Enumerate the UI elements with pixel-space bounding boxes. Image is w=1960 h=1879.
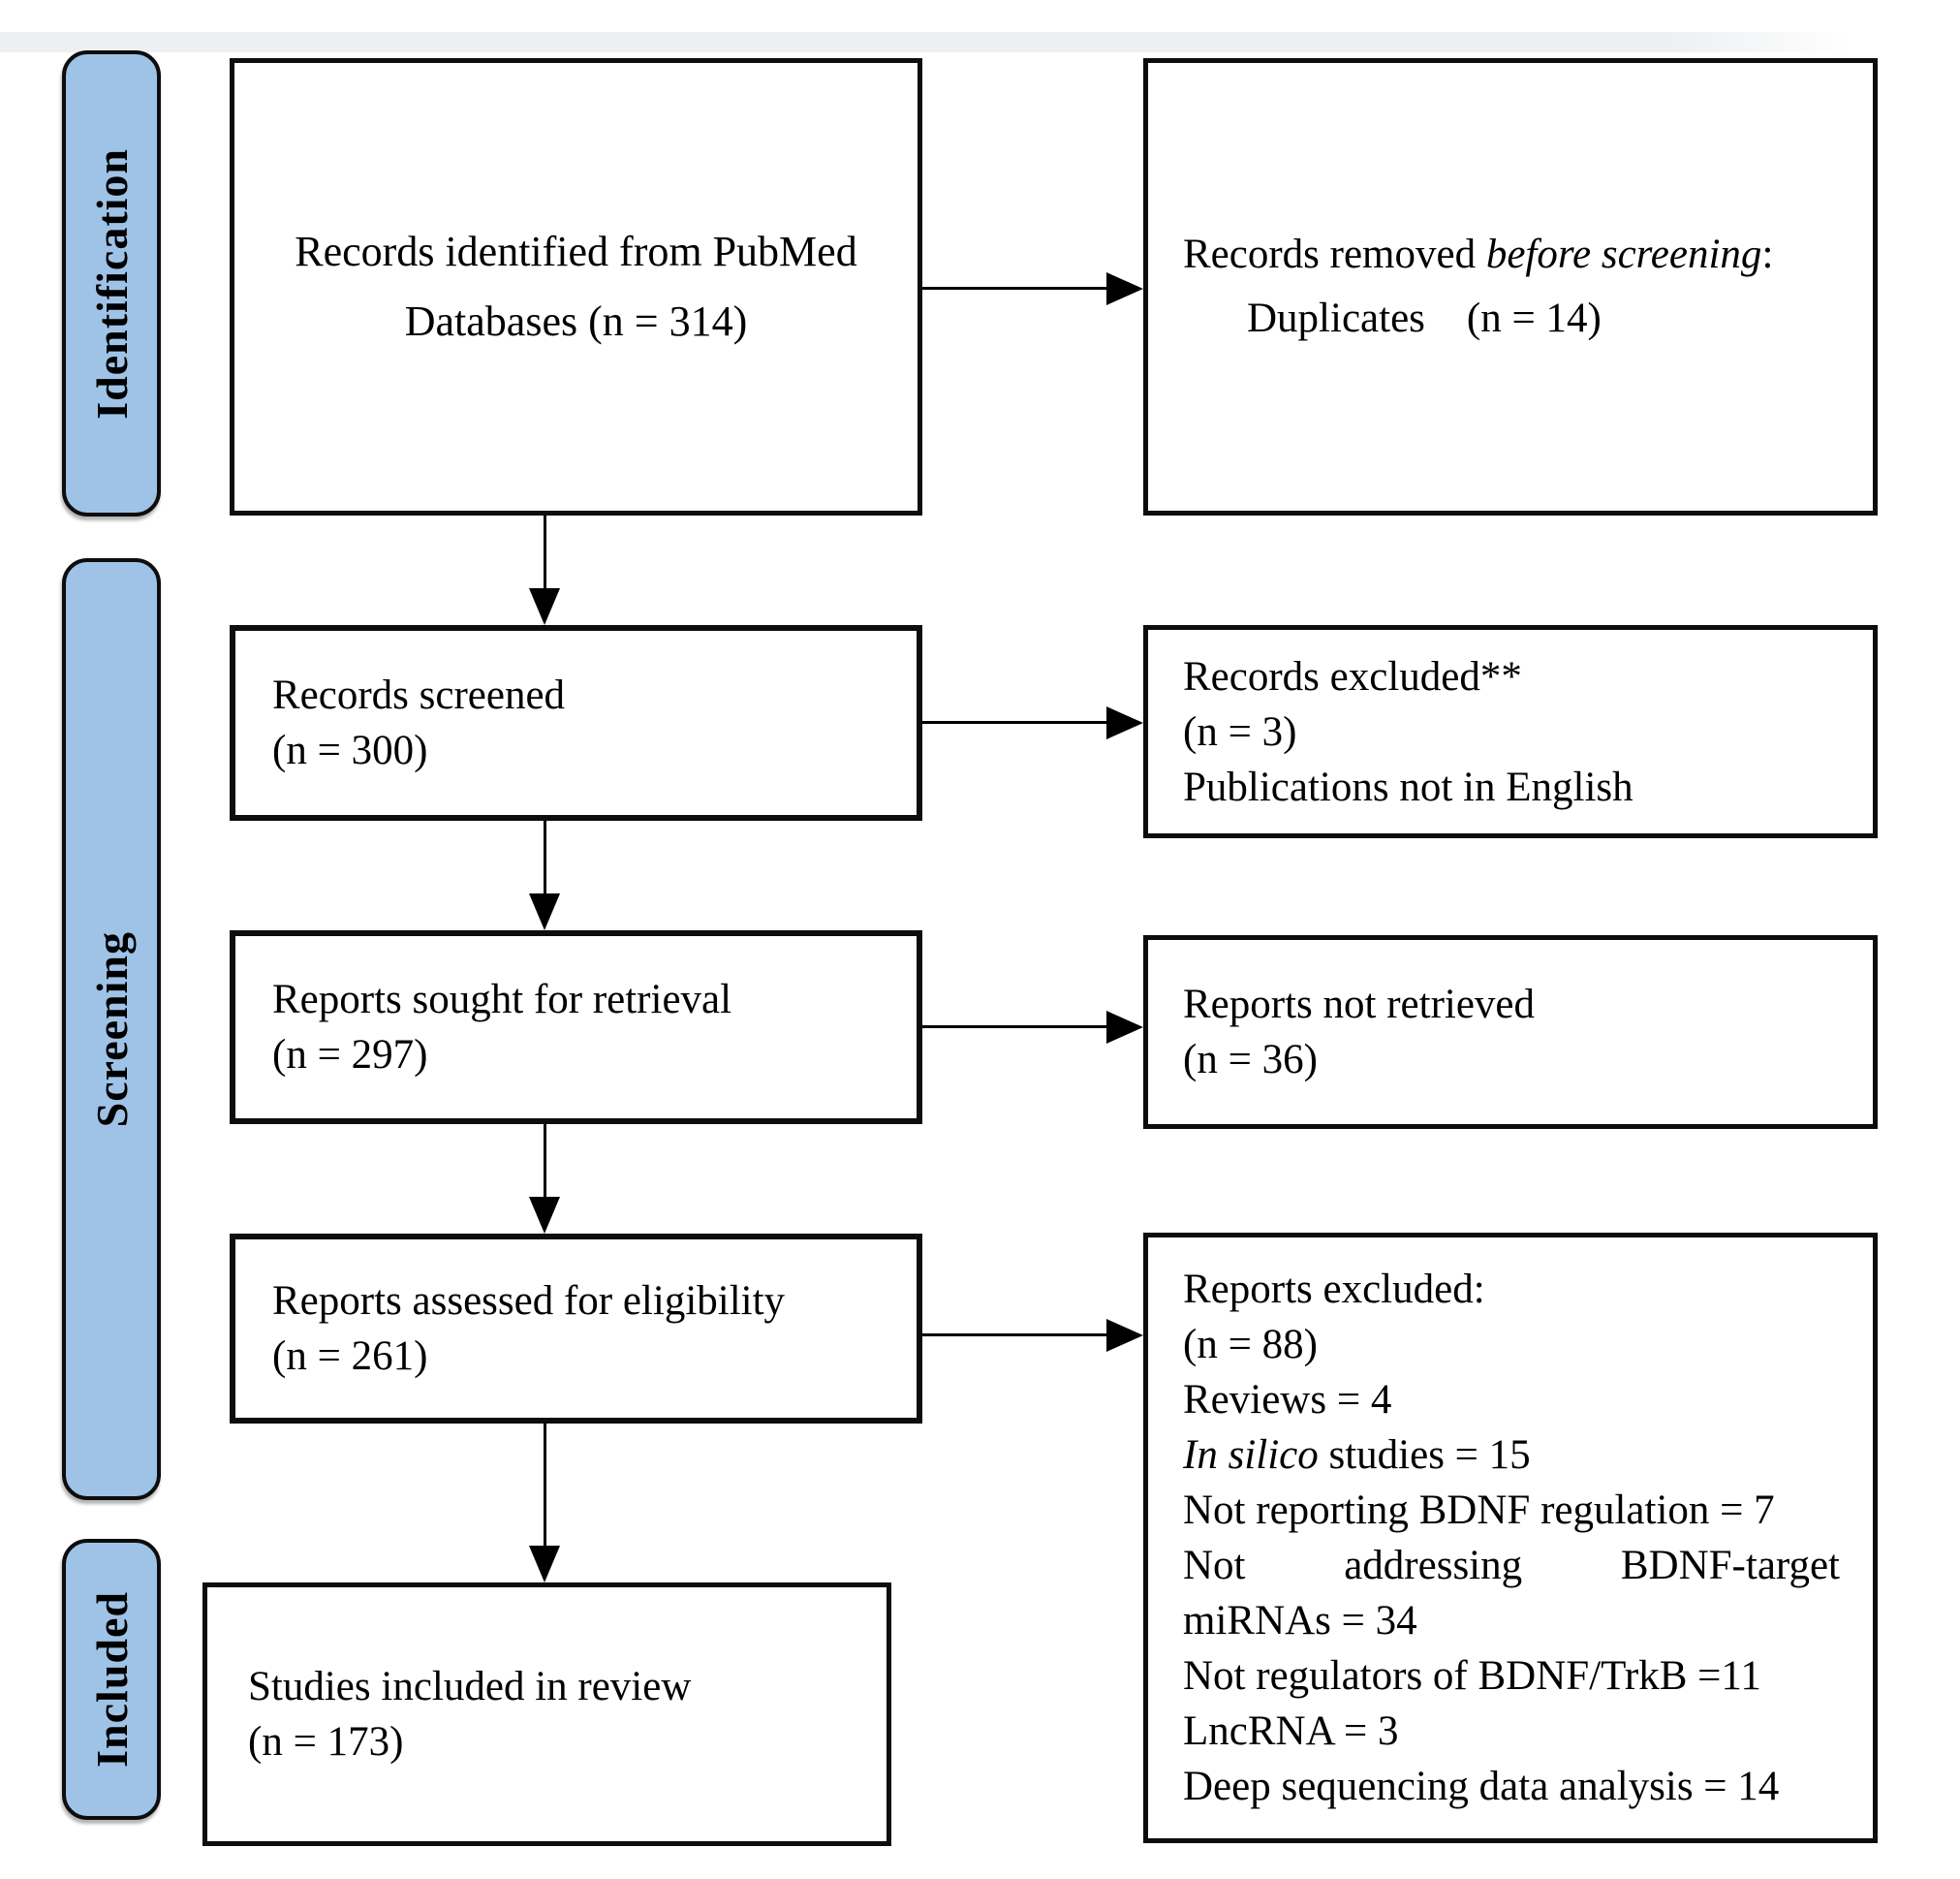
arrow-head-screened-to-sought xyxy=(529,893,560,930)
box-records-identified: Records identified from PubMed Databases… xyxy=(230,58,922,516)
reports-excluded-line4-italic: In silico xyxy=(1183,1432,1319,1478)
arrow-line-identified-to-removed xyxy=(922,287,1108,290)
arrow-line-assessed-to-included xyxy=(544,1423,546,1548)
box-reports-not-retrieved: Reports not retrieved (n = 36) xyxy=(1143,935,1878,1129)
records-identified-line1: Records identified from PubMed xyxy=(295,228,857,275)
box-records-excluded: Records excluded** (n = 3) Publications … xyxy=(1143,625,1878,838)
arrow-line-identified-to-screened xyxy=(544,516,546,590)
arrow-head-assessed-to-included xyxy=(529,1546,560,1582)
reports-not-retrieved-line2: (n = 36) xyxy=(1183,1037,1318,1082)
arrow-head-assessed-to-excluded-detail xyxy=(1106,1319,1143,1352)
box-records-removed: Records removed before screening: Duplic… xyxy=(1143,58,1878,516)
reports-excluded-line5: Not reporting BDNF regulation = 7 xyxy=(1183,1488,1775,1533)
arrow-head-sought-to-not-retrieved xyxy=(1106,1011,1143,1044)
reports-excluded-line9: LncRNA = 3 xyxy=(1183,1708,1399,1754)
studies-included-line2: (n = 173) xyxy=(248,1719,404,1765)
records-identified-line2: Databases (n = 314) xyxy=(404,298,748,345)
records-removed-line2: Duplicates (n = 14) xyxy=(1247,296,1602,341)
reports-sought-line1: Reports sought for retrieval xyxy=(272,977,732,1022)
reports-excluded-line4-rest: studies = 15 xyxy=(1318,1432,1531,1478)
reports-assessed-line1: Reports assessed for eligibility xyxy=(272,1278,786,1324)
arrow-head-identified-to-screened xyxy=(529,588,560,625)
reports-not-retrieved-line1: Reports not retrieved xyxy=(1183,982,1536,1027)
arrow-line-screened-to-excluded xyxy=(922,721,1108,724)
reports-sought-line2: (n = 297) xyxy=(272,1032,428,1078)
arrow-line-assessed-to-excluded-detail xyxy=(922,1333,1108,1336)
phase-label-included-text: Included xyxy=(86,1591,137,1768)
phase-label-identification: Identification xyxy=(62,50,161,517)
arrow-line-screened-to-sought xyxy=(544,821,546,895)
box-reports-excluded-detail: Reports excluded: (n = 88) Reviews = 4 I… xyxy=(1143,1233,1878,1843)
phase-label-included: Included xyxy=(62,1539,161,1820)
records-screened-line2: (n = 300) xyxy=(272,728,428,773)
records-excluded-line3: Publications not in English xyxy=(1183,764,1633,810)
records-removed-line1: Records removed before screening: xyxy=(1183,223,1850,287)
arrow-line-sought-to-not-retrieved xyxy=(922,1025,1108,1028)
box-reports-sought: Reports sought for retrieval (n = 297) xyxy=(230,930,922,1124)
reports-excluded-line1: Reports excluded: xyxy=(1183,1267,1485,1312)
reports-excluded-line10: Deep sequencing data analysis = 14 xyxy=(1183,1764,1780,1809)
box-reports-assessed: Reports assessed for eligibility (n = 26… xyxy=(230,1234,922,1424)
reports-assessed-line2: (n = 261) xyxy=(272,1333,428,1379)
phase-label-screening: Screening xyxy=(62,558,161,1500)
reports-excluded-line3: Reviews = 4 xyxy=(1183,1377,1392,1423)
records-removed-line1-pre: Records removed xyxy=(1183,232,1486,277)
reports-excluded-line4: In silico studies = 15 xyxy=(1183,1427,1840,1483)
records-removed-line1-italic: before screening xyxy=(1485,232,1762,277)
records-excluded-line1: Records excluded** xyxy=(1183,653,1522,700)
top-gray-band xyxy=(0,32,1852,52)
reports-excluded-line2: (n = 88) xyxy=(1183,1322,1318,1367)
arrow-head-sought-to-assessed xyxy=(529,1197,560,1234)
reports-excluded-line7: miRNAs = 34 xyxy=(1183,1598,1417,1644)
phase-label-screening-text: Screening xyxy=(86,930,137,1128)
arrow-head-screened-to-excluded xyxy=(1106,706,1143,739)
arrow-head-identified-to-removed xyxy=(1106,272,1143,305)
records-removed-line1-post: : xyxy=(1761,232,1774,277)
studies-included-line1: Studies included in review xyxy=(248,1664,692,1709)
phase-label-identification-text: Identification xyxy=(86,147,137,420)
box-records-screened: Records screened (n = 300) xyxy=(230,625,922,821)
box-studies-included: Studies included in review (n = 173) xyxy=(202,1582,891,1846)
arrow-line-sought-to-assessed xyxy=(544,1124,546,1199)
reports-excluded-line6: Not addressing BDNF-target xyxy=(1183,1543,1840,1588)
records-screened-line1: Records screened xyxy=(272,673,566,718)
records-excluded-line2: (n = 3) xyxy=(1183,708,1297,755)
reports-excluded-line8: Not regulators of BDNF/TrkB =11 xyxy=(1183,1653,1761,1699)
